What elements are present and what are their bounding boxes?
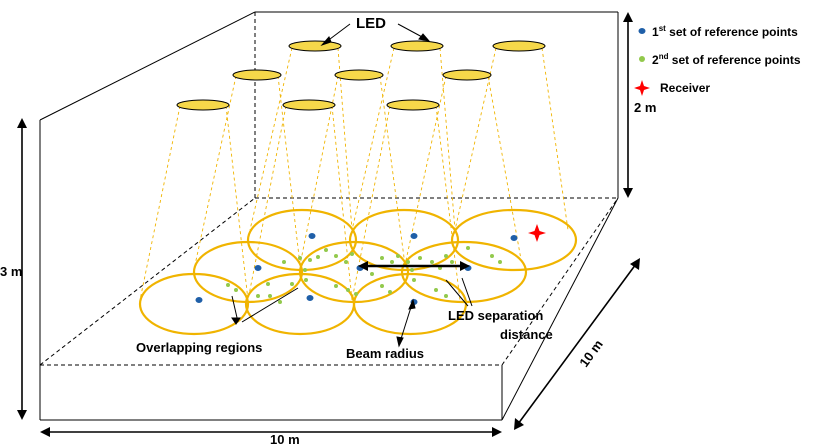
led — [232, 69, 282, 81]
legend-item-1: 1st set of reference points — [652, 24, 798, 39]
overlapping-regions-label: Overlapping regions — [136, 340, 262, 355]
room-box — [39, 11, 619, 421]
legend-item-3: Receiver — [660, 81, 710, 95]
led — [386, 99, 440, 111]
led — [492, 40, 546, 52]
legend-red-star — [634, 80, 650, 96]
led — [334, 69, 384, 81]
reference-points-set2 — [226, 246, 502, 304]
led-label: LED — [356, 15, 386, 32]
legend-blue-dot — [638, 28, 646, 34]
blue-point — [308, 233, 316, 239]
legend: 1st set of reference points 2nd set of r… — [634, 24, 801, 96]
led-separation-label-line1: LED separation — [448, 308, 543, 323]
width-10m-label: 10 m — [270, 432, 300, 446]
legend-green-dot — [639, 56, 645, 62]
led — [176, 99, 230, 111]
beam-circles — [138, 208, 578, 336]
legend-item-2: 2nd set of reference points — [652, 52, 801, 67]
blue-point — [306, 295, 314, 301]
blue-point — [254, 265, 262, 271]
receiver-star — [528, 224, 546, 242]
led — [442, 69, 492, 81]
led — [390, 40, 444, 52]
led-separation-label-line2: distance — [500, 327, 553, 342]
pointer-arrows — [231, 23, 473, 348]
height-2m-label: 2 m — [634, 100, 656, 115]
depth-10m-label: 10 m — [576, 337, 606, 370]
led — [288, 40, 342, 52]
blue-point — [410, 233, 418, 239]
led — [282, 99, 336, 111]
led-separation-arrow — [358, 261, 470, 271]
led-array — [176, 40, 546, 111]
blue-point — [195, 297, 203, 303]
beam-cones — [139, 47, 569, 301]
blue-point — [510, 235, 518, 241]
beam-radius-label: Beam radius — [346, 346, 424, 361]
dimension-arrows — [17, 12, 640, 437]
height-3m-label: 3 m — [0, 264, 22, 279]
